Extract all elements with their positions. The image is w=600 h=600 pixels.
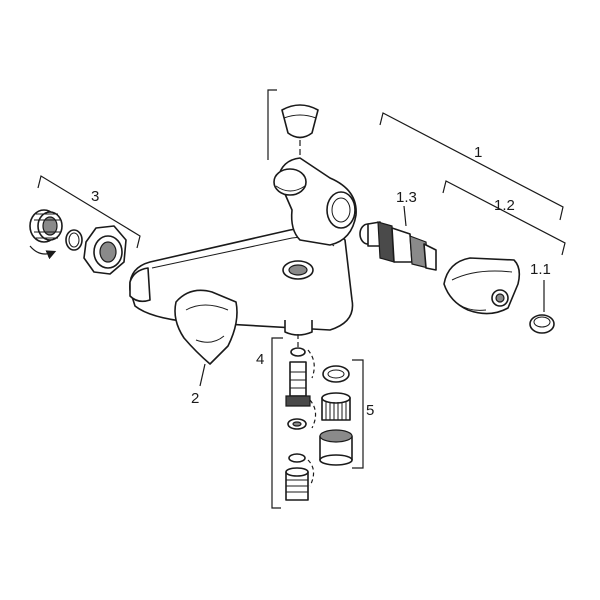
aerator-parts-5 <box>319 365 353 466</box>
bracket-cap <box>267 89 277 160</box>
label-1-3: 1.3 <box>396 189 417 206</box>
bracket-assembly-1 <box>379 112 564 221</box>
label-4: 4 <box>256 351 264 368</box>
label-1: 1 <box>474 144 482 161</box>
diverter-stack-4 <box>285 334 317 501</box>
assembly-3-parts <box>29 209 127 275</box>
o-ring <box>65 229 83 251</box>
bracket-assembly-4 <box>271 337 283 509</box>
label-2: 2 <box>191 390 199 407</box>
label-5: 5 <box>366 402 374 419</box>
cartridge-part-1-3 <box>359 205 437 271</box>
union-nut <box>83 225 127 275</box>
handle-part-2 <box>174 289 238 387</box>
threaded-fitting <box>29 209 63 243</box>
label-1-2: 1.2 <box>494 197 515 214</box>
bracket-assembly-5 <box>352 359 364 469</box>
mixer-body <box>129 157 357 336</box>
handle-part-1-2 <box>443 257 521 315</box>
label-1-1: 1.1 <box>530 261 551 278</box>
bracket-assembly-3 <box>37 175 141 249</box>
bracket-assembly-1-2 <box>442 180 566 256</box>
label-3: 3 <box>91 188 99 205</box>
cover-cap-part-1-1 <box>529 280 555 334</box>
top-cap <box>281 104 319 162</box>
